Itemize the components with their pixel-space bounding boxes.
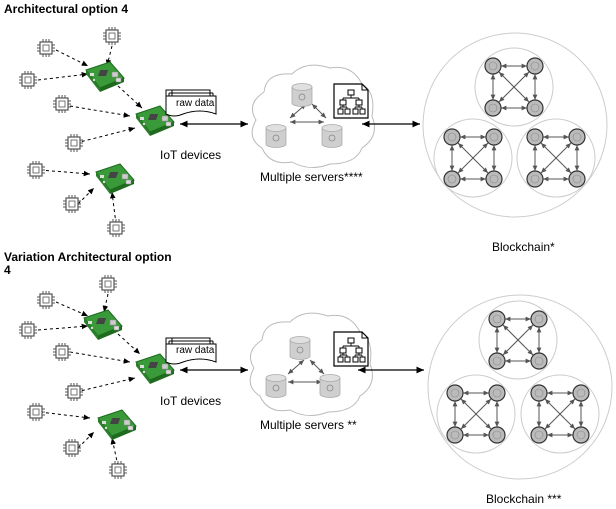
blockchain-node-icon [434, 119, 512, 197]
section-2: raw data [18, 274, 613, 480]
blockchain-node-icon [475, 48, 553, 126]
sensor-links [37, 45, 143, 225]
iot-devices-label: IoT devices [160, 394, 222, 408]
microchip-icon [26, 160, 46, 180]
network-hierarchy-icon [333, 83, 369, 119]
document-stack-icon: raw data [165, 89, 217, 117]
raw-data-label: raw data [176, 345, 215, 356]
microchip-icon [108, 460, 128, 480]
microchip-icon [18, 320, 38, 340]
blockchain-node-icon [437, 375, 515, 453]
database-server-icon [265, 124, 287, 148]
section-1-title: Architectural option 4 [4, 2, 129, 16]
raw-data-label: raw data [176, 98, 215, 109]
microchip-icon [52, 342, 72, 362]
raspberry-pi-board-icon [97, 409, 137, 441]
servers-label: Multiple servers ** [260, 418, 357, 432]
microchip-icon [64, 382, 84, 402]
microchip-icon [98, 274, 118, 294]
blockchain-node-icon [517, 119, 595, 197]
blockchain-node-icon [479, 301, 557, 379]
microchip-icon [106, 218, 126, 238]
servers-label: Multiple servers**** [260, 170, 363, 184]
microchip-icon [18, 70, 38, 90]
microchip-icon [64, 133, 84, 153]
blockchain-label: Blockchain* [492, 240, 555, 254]
database-server-icon [321, 124, 343, 148]
microchip-icon [26, 402, 46, 422]
microchip-icon [36, 38, 56, 58]
microchip-icon [102, 26, 122, 46]
database-server-icon [291, 83, 313, 107]
microchip-icon [62, 194, 82, 214]
raspberry-pi-board-icon [83, 309, 123, 341]
microchip-icon [62, 438, 82, 458]
raspberry-pi-board-icon [95, 163, 135, 195]
section-2-title-line-2: 4 [4, 263, 11, 277]
microchip-icon [36, 290, 56, 310]
raspberry-pi-board-icon [85, 61, 125, 93]
database-server-icon [265, 374, 287, 398]
microchip-icon [52, 94, 72, 114]
iot-devices-label: IoT devices [160, 148, 222, 162]
blockchain-label: Blockchain *** [486, 492, 562, 506]
database-server-icon [289, 336, 311, 360]
sensor-links [37, 293, 141, 467]
document-stack-icon: raw data [165, 337, 217, 365]
database-server-icon [319, 374, 341, 398]
section-1: raw data [18, 26, 608, 238]
blockchain-node-icon [521, 375, 599, 453]
section-2-title-line-1: Variation Architectural option [4, 250, 172, 264]
network-hierarchy-icon [333, 331, 369, 367]
